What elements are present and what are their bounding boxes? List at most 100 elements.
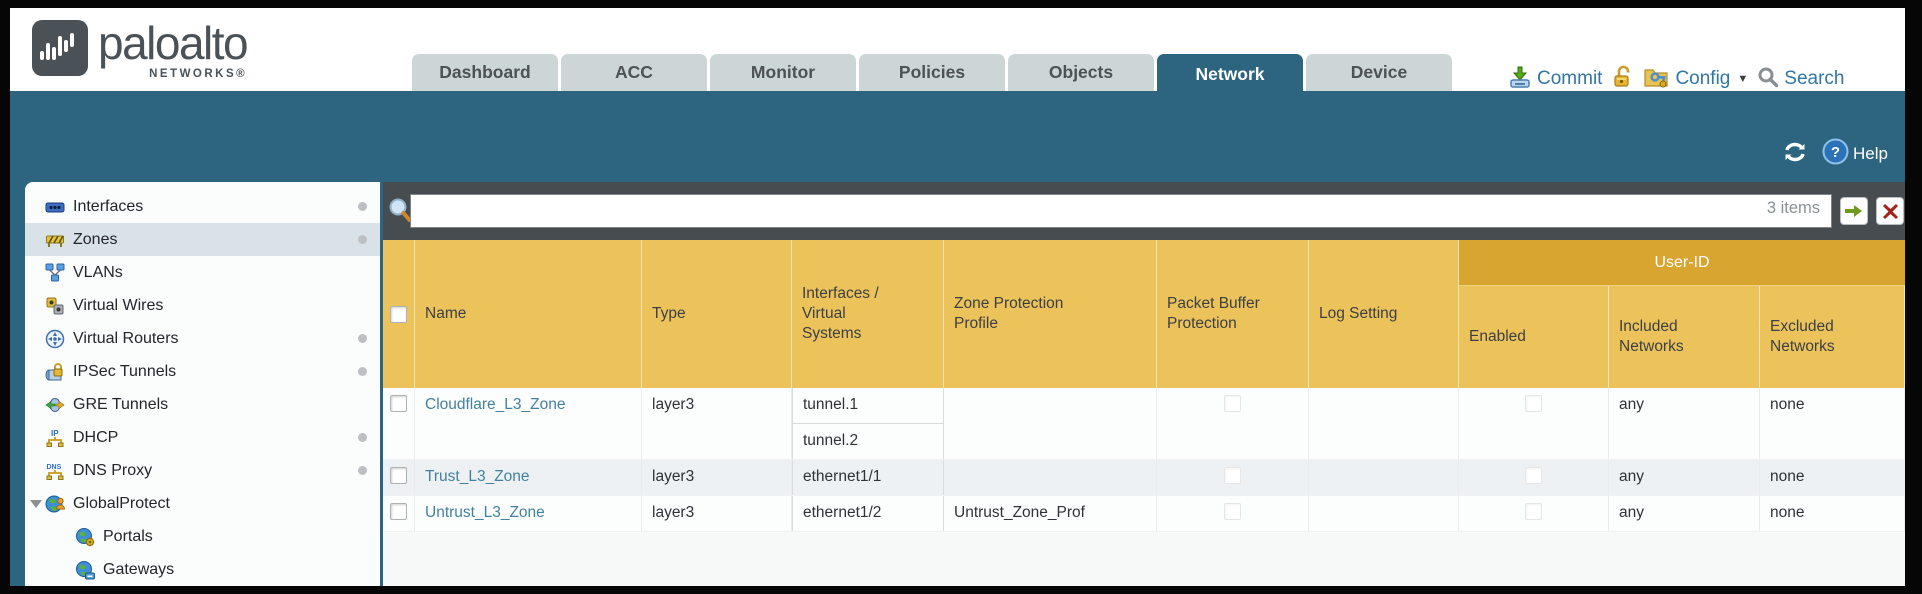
search-button[interactable]: Search [1757, 66, 1844, 93]
user-id-enabled-checkbox[interactable] [1525, 467, 1542, 484]
included-networks-cell: any [1609, 496, 1760, 531]
column-header-included-networks[interactable]: Included Networks [1609, 240, 1760, 388]
sidebar-item-gateways[interactable]: Gateways [25, 553, 380, 586]
sidebar-item-label: VLANs [73, 263, 123, 281]
refresh-icon[interactable] [1782, 140, 1808, 169]
portals-icon [75, 527, 95, 547]
column-header-interfaces[interactable]: Interfaces / Virtual Systems [792, 240, 944, 388]
virtual-wires-icon [45, 296, 65, 316]
interface-value: tunnel.1 [793, 388, 943, 424]
paloalto-logo: paloalto NETWORKS® [32, 20, 249, 80]
excluded-networks-cell: none [1760, 460, 1905, 495]
sidebar-item-virtual-routers[interactable]: Virtual Routers [25, 322, 380, 355]
zone-type-cell: layer3 [642, 388, 792, 459]
user-id-enabled-checkbox[interactable] [1525, 395, 1542, 412]
svg-text:DNS: DNS [47, 464, 62, 471]
row-select-checkbox-cell [383, 460, 415, 495]
tab-dashboard[interactable]: Dashboard [412, 54, 558, 91]
filter-search-icon [387, 197, 414, 229]
select-all-checkbox[interactable] [390, 305, 407, 323]
zone-name-link[interactable]: Cloudflare_L3_Zone [425, 396, 566, 413]
sidebar-item-virtual-wires[interactable]: Virtual Wires [25, 289, 380, 322]
user-id-enabled-checkbox-cell [1459, 388, 1609, 459]
sidebar-item-gre-tunnels[interactable]: GRE Tunnels [25, 388, 380, 421]
expander-triangle-icon[interactable] [30, 500, 42, 508]
search-icon [1757, 66, 1779, 93]
sidebar-item-dhcp[interactable]: IP DHCP [25, 421, 380, 454]
user-id-enabled-checkbox[interactable] [1525, 503, 1542, 520]
interfaces-icon [45, 197, 65, 217]
sidebar-item-label: DHCP [73, 428, 119, 446]
sidebar-item-interfaces[interactable]: Interfaces [25, 190, 380, 223]
content-toolbar: ? Help [1782, 138, 1888, 170]
column-header-zone-protection-profile[interactable]: Zone Protection Profile [944, 240, 1157, 388]
sidebar-item-portals[interactable]: Portals [25, 520, 380, 553]
zone-name-link[interactable]: Trust_L3_Zone [425, 468, 530, 485]
header-utilities: Commit [1508, 64, 1844, 94]
row-select-checkbox[interactable] [390, 503, 407, 520]
tab-device[interactable]: Device [1306, 54, 1452, 91]
lock-icon[interactable] [1611, 65, 1635, 94]
tab-policies[interactable]: Policies [859, 54, 1005, 91]
help-button[interactable]: ? Help [1822, 138, 1888, 170]
column-header-type[interactable]: Type [642, 240, 792, 388]
zone-protection-profile-cell [944, 460, 1157, 495]
row-select-checkbox-cell [383, 388, 415, 459]
sidebar-item-label: Gateways [103, 560, 175, 578]
column-header-packet-buffer-protection[interactable]: Packet Buffer Protection [1157, 240, 1309, 388]
sidebar-item-zones[interactable]: Zones [25, 223, 380, 256]
tab-network[interactable]: Network [1157, 54, 1303, 95]
dhcp-icon: IP [45, 428, 65, 448]
clear-filter-button[interactable] [1876, 197, 1904, 225]
column-header-enabled[interactable]: Enabled [1459, 240, 1609, 388]
sidebar-item-label: Portals [103, 527, 153, 545]
zone-protection-profile-cell [944, 388, 1157, 459]
sidebar-item-vlans[interactable]: VLANs [25, 256, 380, 289]
sidebar-item-label: GRE Tunnels [73, 395, 169, 413]
tab-monitor[interactable]: Monitor [710, 54, 856, 91]
interfaces-cell: ethernet1/1 [792, 460, 944, 495]
column-header-log-setting[interactable]: Log Setting [1309, 240, 1459, 388]
column-header-select [383, 240, 415, 388]
help-icon: ? [1822, 138, 1849, 170]
zone-type-cell: layer3 [642, 496, 792, 531]
packet-buffer-checkbox[interactable] [1224, 503, 1241, 520]
packet-buffer-checkbox-cell [1157, 388, 1309, 459]
included-networks-cell: any [1609, 460, 1760, 495]
column-header-name[interactable]: Name [415, 240, 642, 388]
config-menu-button[interactable]: Config ▼ [1644, 65, 1748, 94]
filter-input[interactable] [410, 194, 1832, 228]
sidebar-item-label: Virtual Wires [73, 296, 164, 314]
included-networks-cell: any [1609, 388, 1760, 459]
row-select-checkbox[interactable] [390, 467, 407, 484]
user-id-enabled-checkbox-cell [1459, 496, 1609, 531]
svg-text:?: ? [1831, 144, 1840, 161]
sidebar-item-globalprotect[interactable]: GlobalProtect [25, 487, 380, 520]
zone-name-link[interactable]: Untrust_L3_Zone [425, 504, 545, 521]
packet-buffer-checkbox[interactable] [1224, 395, 1241, 412]
apply-filter-button[interactable] [1840, 197, 1868, 225]
commit-icon [1508, 65, 1532, 94]
packet-buffer-checkbox[interactable] [1224, 467, 1241, 484]
row-select-checkbox[interactable] [390, 395, 407, 412]
commit-button[interactable]: Commit [1508, 65, 1602, 94]
status-dot [358, 466, 367, 475]
log-setting-cell [1309, 496, 1459, 531]
sidebar-item-label: Interfaces [73, 197, 144, 215]
column-header-excluded-networks[interactable]: Excluded Networks [1760, 240, 1905, 388]
sidebar-item-ipsec-tunnels[interactable]: IPSec Tunnels [25, 355, 380, 388]
interface-value: ethernet1/1 [803, 468, 882, 485]
excluded-networks-cell: none [1760, 496, 1905, 531]
interfaces-cell: ethernet1/2 [792, 496, 944, 531]
zone-name-cell: Cloudflare_L3_Zone [415, 388, 642, 459]
tab-objects[interactable]: Objects [1008, 54, 1154, 91]
tab-acc[interactable]: ACC [561, 54, 707, 91]
